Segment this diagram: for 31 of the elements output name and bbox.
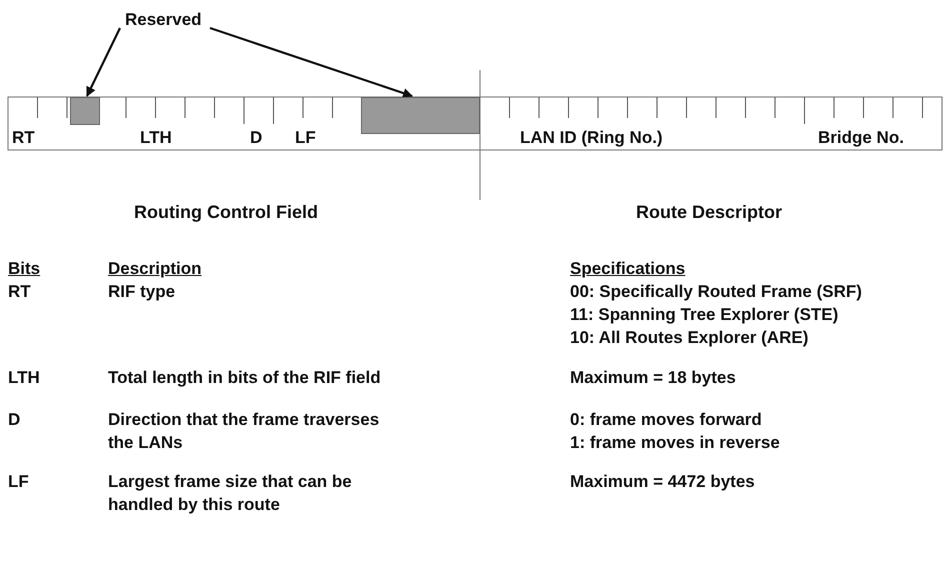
column-header: Bits (8, 258, 40, 280)
field-label: RT (12, 127, 35, 149)
section-heading: Routing Control Field (134, 201, 318, 224)
arrow (86, 28, 121, 97)
field-label: LTH (140, 127, 172, 149)
section-heading: Route Descriptor (636, 201, 782, 224)
callout-label: Reserved (125, 8, 202, 31)
description-text: RIF type (108, 281, 176, 303)
description-text: Total length in bits of the RIF field (108, 367, 381, 389)
spec-text: 0: frame moves forward (570, 409, 762, 431)
bit-name: LTH (8, 367, 40, 389)
bit-name: LF (8, 471, 29, 493)
spec-text: Maximum = 18 bytes (570, 367, 736, 389)
description-text: Direction that the frame traverses the LANs (108, 409, 380, 454)
arrow (210, 26, 413, 98)
spec-text: Maximum = 4472 bytes (570, 471, 755, 493)
spec-text: 11: Spanning Tree Explorer (STE) (570, 304, 838, 326)
field-label: LF (295, 127, 316, 149)
bit-name: RT (8, 281, 31, 303)
column-header: Description (108, 258, 202, 280)
bit-name: D (8, 409, 20, 431)
spec-text: 00: Specifically Routed Frame (SRF) (570, 281, 862, 303)
field-label: LAN ID (Ring No.) (520, 127, 663, 149)
reserved-bits-block (70, 97, 100, 125)
reserved-bits-block (361, 97, 480, 134)
spec-text: 1: frame moves in reverse (570, 432, 780, 454)
field-label: Bridge No. (818, 127, 904, 149)
spec-text: 10: All Routes Explorer (ARE) (570, 327, 808, 349)
column-header: Specifications (570, 258, 686, 280)
field-label: D (250, 127, 262, 149)
description-text: Largest frame size that can be handled by this route (108, 471, 353, 516)
